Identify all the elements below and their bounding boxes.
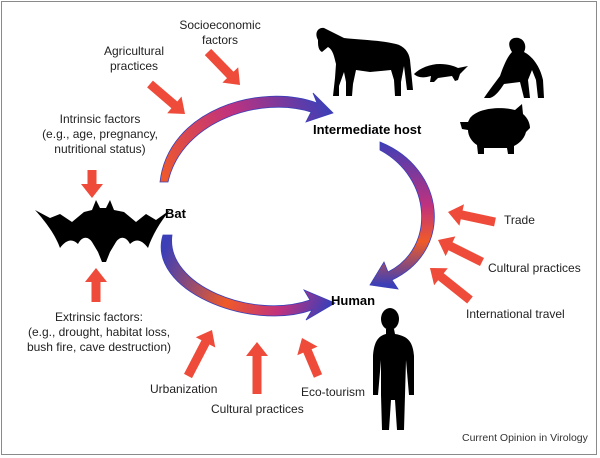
cultural-practices-bottom-label: Cultural practices bbox=[211, 402, 304, 416]
extrinsic-factors-label: Extrinsic factors: (e.g., drought, habit… bbox=[14, 310, 184, 355]
cultural-bottom-arrow bbox=[246, 342, 268, 394]
cycle-arrow-bat-to-host bbox=[159, 92, 334, 183]
human-silhouette-icon bbox=[373, 308, 414, 430]
agricultural-line-1: Agricultural bbox=[103, 44, 165, 58]
intrinsic-factors-label: Intrinsic factors (e.g., age, pregnancy,… bbox=[30, 112, 170, 157]
intermediate-host-node-label: Intermediate host bbox=[313, 122, 422, 137]
socioeconomic-line-1: Socioeconomic bbox=[179, 18, 261, 32]
cultural-practices-right-label: Cultural practices bbox=[488, 261, 581, 275]
eco-tourism-arrow bbox=[297, 338, 323, 378]
socioeconomic-line-2: factors bbox=[201, 33, 238, 47]
pig-silhouette-icon bbox=[460, 104, 530, 154]
intrinsic-line-2: (e.g., age, pregnancy, bbox=[42, 127, 158, 141]
bat-silhouette-icon bbox=[35, 200, 170, 262]
source-credit: Current Opinion in Virology bbox=[462, 432, 588, 444]
agricultural-line-2: practices bbox=[109, 59, 159, 73]
agricultural-arrow bbox=[147, 80, 185, 114]
intrinsic-line-1: Intrinsic factors bbox=[59, 112, 141, 126]
socioeconomic-arrow bbox=[204, 48, 240, 85]
extrinsic-arrow bbox=[85, 268, 107, 302]
trade-label: Trade bbox=[504, 213, 535, 227]
intrinsic-arrow bbox=[81, 170, 103, 198]
extrinsic-line-2: (e.g., drought, habitat loss, bbox=[27, 325, 171, 339]
intrinsic-line-3: nutritional status) bbox=[54, 142, 146, 156]
monkey-silhouette-icon bbox=[484, 37, 544, 98]
raccoon-dog-silhouette-icon bbox=[414, 64, 468, 82]
international-travel-label: International travel bbox=[466, 307, 565, 321]
cultural-right-arrow bbox=[438, 236, 484, 266]
horse-silhouette-icon bbox=[316, 27, 413, 96]
trade-arrow bbox=[448, 204, 496, 227]
urbanization-label: Urbanization bbox=[150, 382, 218, 396]
cycle-arrow-bat-to-human bbox=[160, 234, 336, 321]
bat-node-label: Bat bbox=[165, 206, 186, 221]
human-node-label: Human bbox=[331, 293, 376, 308]
eco-tourism-label: Eco-tourism bbox=[301, 385, 366, 399]
agricultural-practices-label: Agricultural practices bbox=[98, 44, 170, 74]
cycle-arrow-host-to-human bbox=[369, 141, 435, 290]
international-travel-arrow bbox=[430, 268, 473, 304]
extrinsic-line-1: Extrinsic factors: bbox=[54, 310, 144, 324]
extrinsic-line-3: bush fire, cave destruction) bbox=[26, 340, 172, 354]
socioeconomic-factors-label: Socioeconomic factors bbox=[176, 18, 264, 48]
urbanization-arrow bbox=[184, 330, 216, 379]
